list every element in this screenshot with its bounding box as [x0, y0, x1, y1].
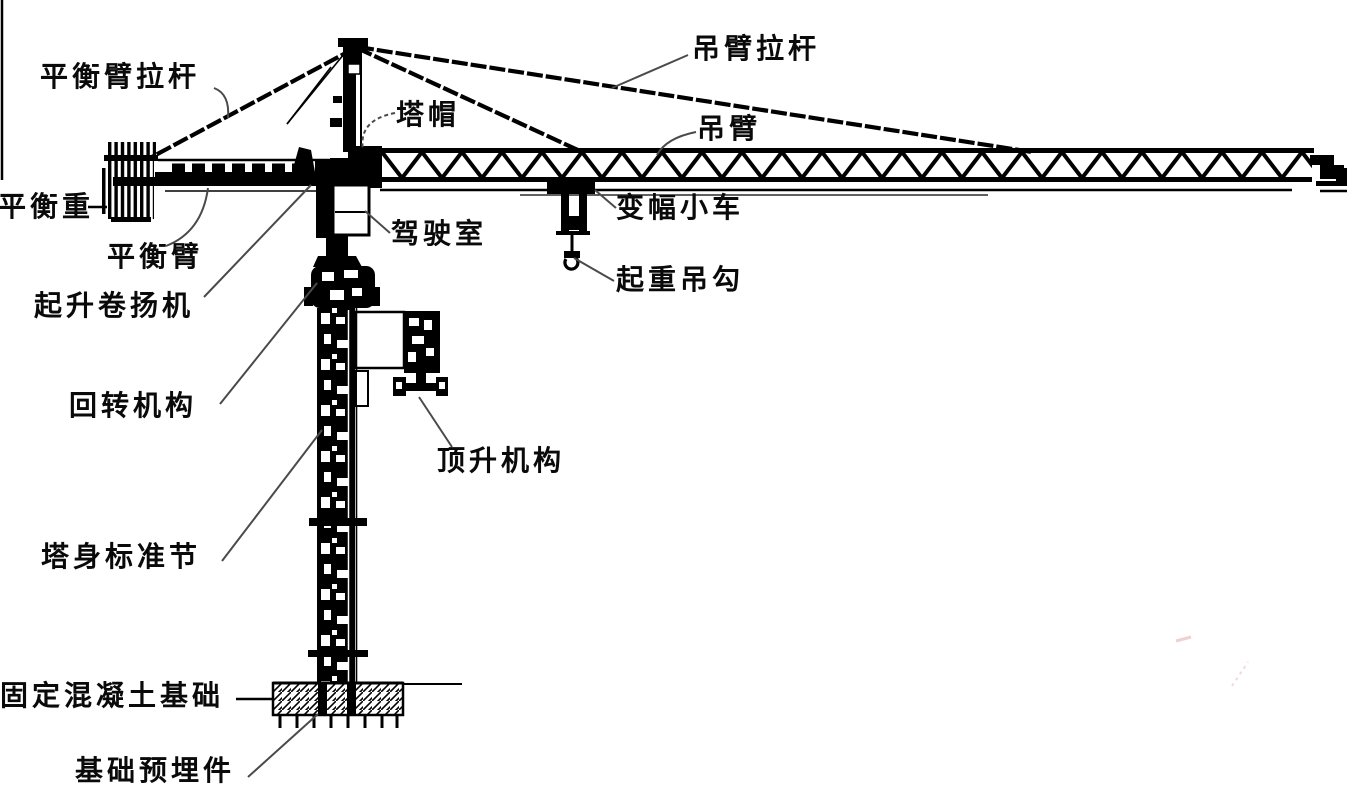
slewing-unit — [304, 236, 380, 308]
label-tower-cap: 塔帽 — [396, 99, 461, 130]
label-luffing-trolley: 变幅小车 — [616, 192, 745, 223]
label-counterweight: 平衡重 — [0, 191, 95, 222]
label-operator-cab: 驾驶室 — [391, 218, 488, 249]
label-fixed-concrete-foundation: 固定混凝土基础 — [0, 680, 225, 711]
counter-jib-structure — [113, 158, 360, 192]
hook-unit — [563, 235, 580, 271]
label-hoisting-winch: 起升卷扬机 — [34, 290, 195, 321]
counterweight-block — [102, 142, 158, 222]
jib-end-cart — [1310, 155, 1347, 193]
foundation-block — [271, 681, 462, 728]
label-jacking-mechanism: 顶升机构 — [437, 445, 566, 476]
operator-cab-box — [316, 178, 371, 238]
tower-cap-bracing — [286, 53, 345, 125]
label-counter-jib: 平衡臂 — [107, 241, 204, 272]
hoisting-winch-unit — [292, 147, 331, 175]
jib-truss — [348, 146, 1314, 196]
label-jib-tie-rod: 吊臂拉杆 — [692, 33, 821, 64]
jacking-unit — [354, 310, 448, 407]
tie-rod-lines — [149, 44, 1033, 160]
tower-mast — [308, 308, 368, 684]
tower-cap-structure — [330, 38, 368, 152]
pink-artifacts — [1175, 635, 1249, 687]
label-lifting-hook: 起重吊勾 — [616, 264, 745, 295]
trolley-unit — [547, 180, 595, 235]
leader-lines — [88, 54, 697, 778]
label-jib: 吊臂 — [697, 113, 762, 144]
label-slewing-mechanism: 回转机构 — [69, 390, 198, 421]
label-counter-jib-tie-rod: 平衡臂拉杆 — [40, 61, 201, 92]
label-tower-standard-section: 塔身标准节 — [41, 541, 202, 572]
label-foundation-embedded-parts: 基础预埋件 — [75, 755, 236, 786]
